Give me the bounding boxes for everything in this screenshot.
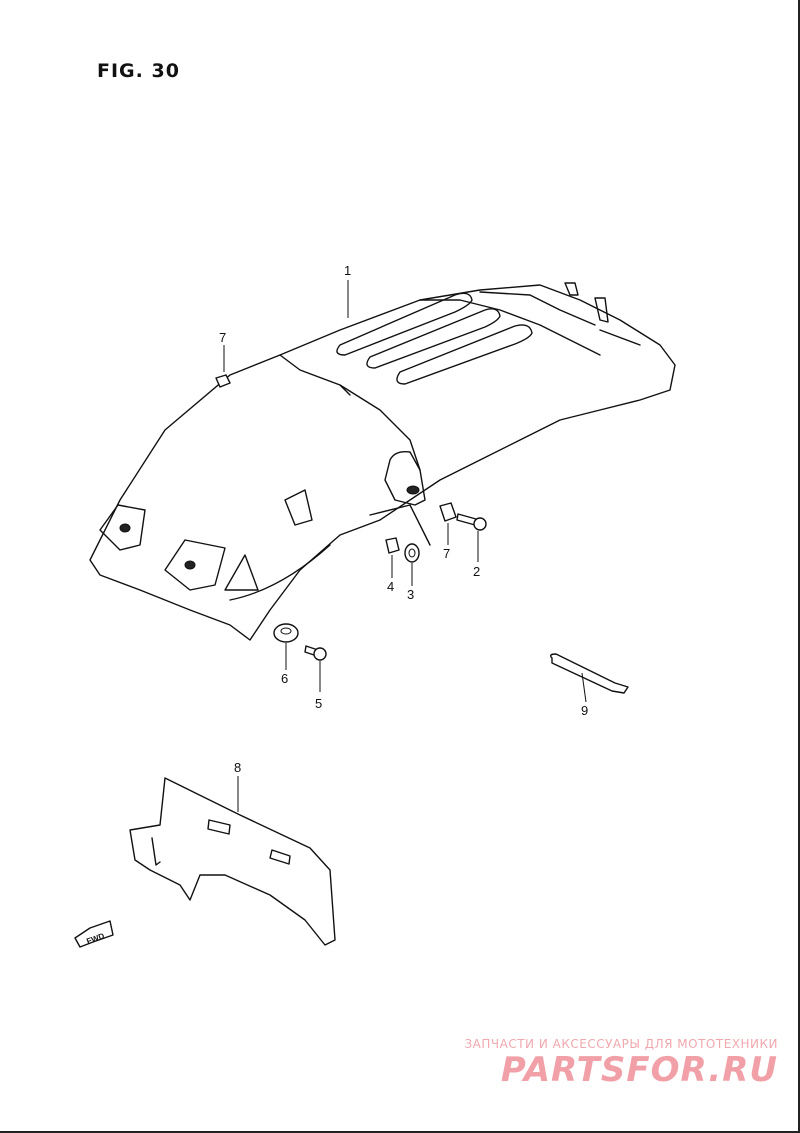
wrench-part-9[interactable]: [549, 653, 629, 694]
cushion-part-7-left[interactable]: [215, 374, 231, 388]
bolt-part-2[interactable]: [456, 513, 487, 531]
watermark-logo: PARTSFOR.RU: [500, 1050, 778, 1090]
callout-6: 6: [281, 671, 288, 686]
callout-8: 8: [234, 760, 241, 775]
cushion-part-7-right[interactable]: [439, 502, 457, 522]
callout-7-right: 7: [443, 546, 450, 561]
callout-9: 9: [581, 703, 588, 718]
callout-2: 2: [473, 564, 480, 579]
watermark-tagline: ЗАПЧАСТИ И АКСЕССУАРЫ ДЛЯ МОТОТЕХНИКИ: [464, 1037, 778, 1051]
callout-7-left: 7: [219, 330, 226, 345]
callout-3: 3: [407, 587, 414, 602]
callout-4: 4: [387, 579, 394, 594]
forward-direction-arrow: FWD: [74, 920, 114, 948]
washer-part-3[interactable]: [404, 543, 420, 563]
callout-5: 5: [315, 696, 322, 711]
callout-1: 1: [344, 263, 351, 278]
leader-lines: [223, 280, 587, 812]
screw-part-5[interactable]: [304, 645, 327, 661]
mud-flap-part-8[interactable]: [129, 777, 336, 946]
figure-title: FIG. 30: [97, 60, 180, 82]
rear-fender-part-1[interactable]: [89, 282, 676, 641]
cushion-part-6[interactable]: [273, 623, 299, 643]
nut-part-4[interactable]: [385, 537, 400, 554]
